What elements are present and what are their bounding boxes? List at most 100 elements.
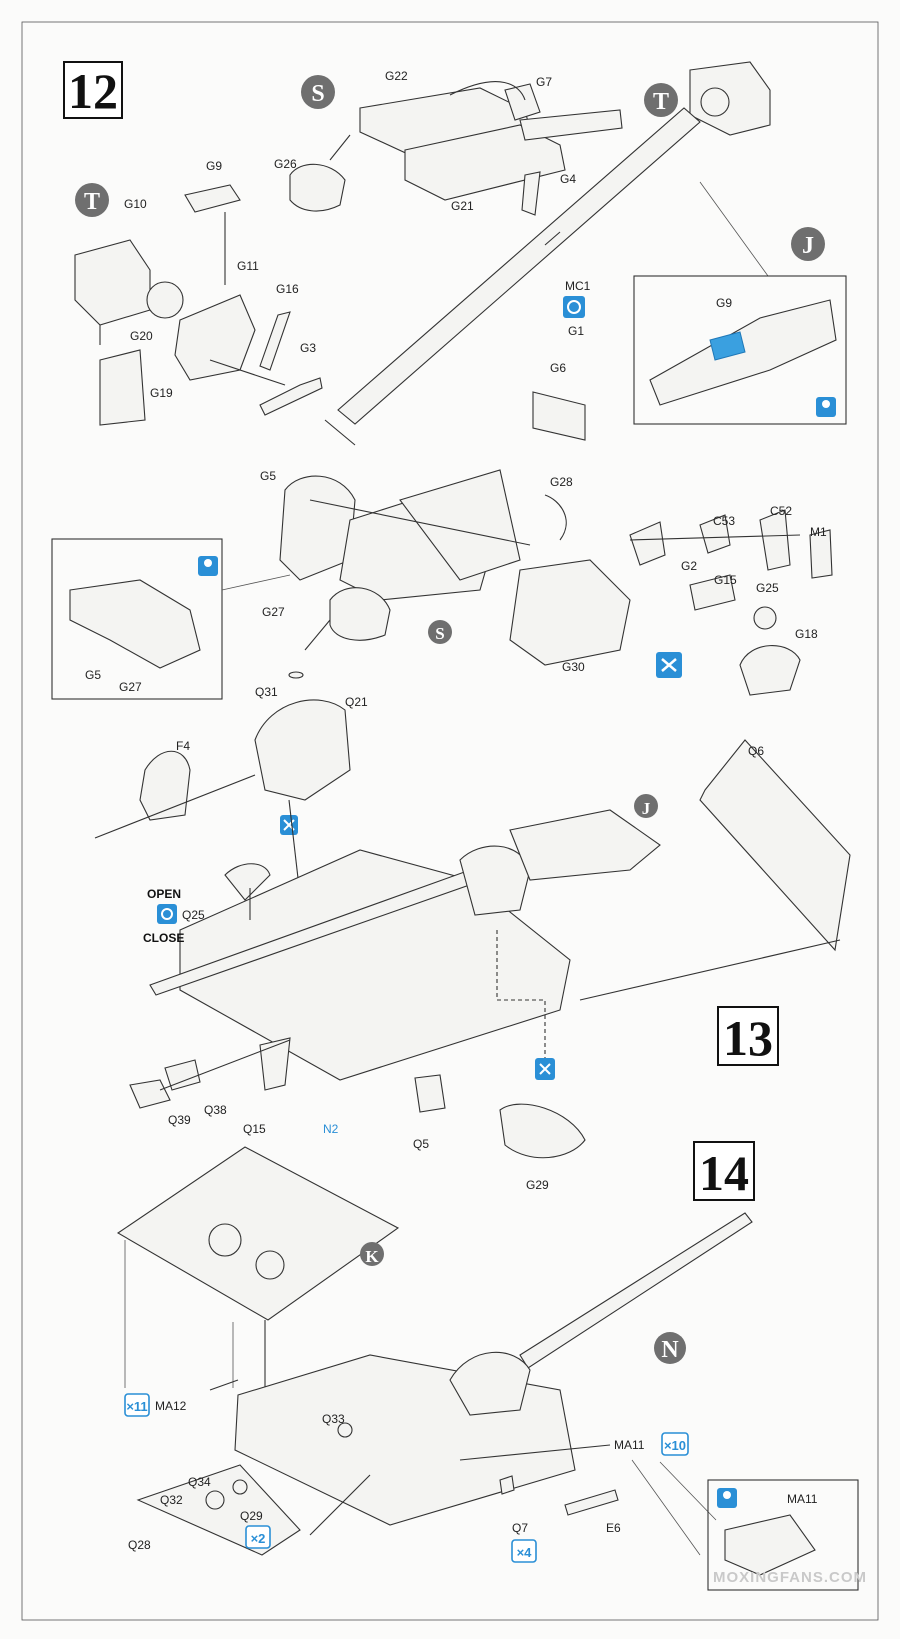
page-frame [21,21,879,1621]
label-q29: Q29 [240,1509,263,1523]
rotate-icon [563,296,585,318]
part-g4 [521,171,541,216]
label-g1: G1 [568,324,584,338]
callout-t2-circle [644,83,678,117]
label-c53: C53 [713,514,735,528]
label-g27: G27 [262,605,285,619]
arrow-s [304,619,331,651]
step-12-number: 12 [68,63,118,119]
part-g6 [532,391,586,441]
label-q5: Q5 [413,1137,429,1151]
step-13-box [717,1006,779,1066]
detail-ma11-pointer [631,1459,717,1556]
wire-g1 [324,419,356,446]
part-g15 [689,574,736,611]
label-g20: G20 [130,329,153,343]
label-g27-detail: G27 [119,680,142,694]
label-q33: Q33 [322,1412,345,1426]
label-g6: G6 [550,361,566,375]
label-g25: G25 [756,581,779,595]
roof-hatch-2 [255,1250,285,1280]
label-g5: G5 [260,469,276,483]
arrow-g26 [329,134,351,161]
label-open: OPEN [147,887,181,901]
part-g2 [629,521,666,566]
hull-gun-barrel [519,1212,753,1369]
callout-t-circle [75,183,109,217]
callout-t-left: T [84,189,100,215]
step-14-number: 14 [699,1145,749,1201]
callout-j-mid: J [642,799,651,818]
no-glue-icon-x [661,658,677,672]
label-q38: Q38 [204,1103,227,1117]
part-g9 [184,184,241,213]
label-g18: G18 [795,627,818,641]
roof-hatch-1 [208,1223,242,1257]
label-q31: Q31 [255,685,278,699]
label-q6: Q6 [748,744,764,758]
part-g18 [739,645,801,696]
rotate-icon-2-ring [161,908,173,920]
multiplier-ma11: ×10 [664,1438,686,1453]
detail-g5-pointer [221,574,291,591]
label-g15: G15 [714,573,737,587]
step-12-box [63,61,123,119]
label-g22: G22 [385,69,408,83]
part-c53 [699,514,731,554]
part-q31 [288,671,304,679]
label-g16: G16 [276,282,299,296]
part-g10 [74,239,151,326]
part-g26 [289,163,346,212]
label-mc1: MC1 [565,279,591,293]
label-g21: G21 [451,199,474,213]
callout-s2-circle [428,620,452,644]
label-g7: G7 [536,75,552,89]
detail-j-highlight-g9 [709,331,746,361]
installed-breech [459,845,531,916]
label-q7: Q7 [512,1521,528,1535]
label-e6: E6 [606,1521,621,1535]
label-g30: G30 [562,660,585,674]
step-13-number: 13 [723,1010,773,1066]
callout-s-mid: S [435,624,444,643]
arrow-f4 [94,774,256,839]
roof-guides [124,1240,234,1388]
step-14-box [693,1141,755,1201]
detail-g5-assembly [69,579,201,669]
part-m1 [809,529,833,579]
arrow-g3 [209,359,286,386]
label-n2: N2 [323,1122,339,1136]
multiplier-q7-box [511,1539,537,1563]
step-14: 14 K N Q33 ×11 MA12 MA11 ×10 Q34 Q32 Q29 [116,1141,867,1591]
part-g25 [753,606,777,630]
breech-ring [329,587,391,641]
label-q32: Q32 [160,1493,183,1507]
paint-icon-3-dot [723,1491,731,1499]
label-g9-detail: G9 [716,296,732,310]
part-q34 [232,1479,248,1495]
part-g3 [259,377,323,416]
arrow-ma11 [459,1444,611,1461]
barrel-end-bore [700,87,730,117]
part-g19 [99,349,146,426]
arrow-q6 [579,939,841,1001]
watermark: MOXINGFANS.COM [713,1569,867,1586]
breech-frame [399,469,521,581]
arrow-q29 [309,1474,371,1536]
callout-k-circle [360,1242,384,1266]
part-q38 [164,1059,201,1091]
label-q34: Q34 [188,1475,211,1489]
label-ma11-detail: MA11 [787,1492,818,1506]
no-glue-icon-3-x [539,1063,551,1075]
part-e6 [564,1489,619,1516]
callout-n: N [661,1337,679,1363]
detail-ma11-part [724,1514,816,1576]
arrow-ma12 [209,1379,239,1391]
label-c52: C52 [770,504,792,518]
part-q28 [136,1464,301,1556]
step-13: 13 Q31 Q21 F4 Q6 J OPEN Q25 CLOSE [94,671,851,1192]
rotate-icon-2 [157,904,177,924]
hull-mantlet [449,1351,531,1416]
label-close: CLOSE [143,931,184,945]
cradle-lower-part [404,124,566,201]
